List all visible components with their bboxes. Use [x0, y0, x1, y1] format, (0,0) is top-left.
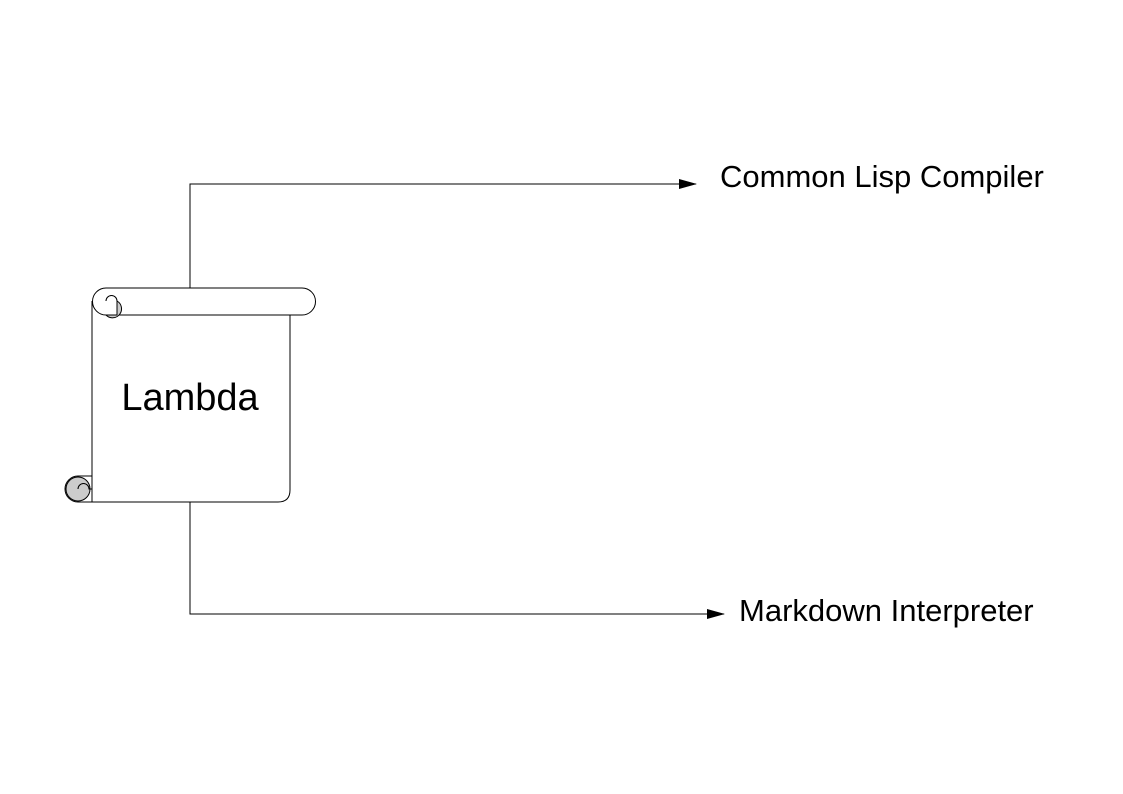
edge-to-markdown-interpreter — [189, 502, 725, 619]
scroll-bottom-curl-inner — [77, 483, 92, 490]
lambda-scroll-node[interactable]: Lambda — [64, 287, 316, 503]
edge-to-common-lisp-compiler — [189, 179, 697, 288]
lambda-label: Lambda — [121, 377, 259, 419]
scroll-top-curl-inner — [105, 295, 118, 302]
scroll-top-curl — [104, 300, 123, 319]
scroll-top-roll — [92, 287, 316, 316]
markdown-interpreter-label[interactable]: Markdown Interpreter — [739, 593, 1034, 628]
common-lisp-compiler-label[interactable]: Common Lisp Compiler — [720, 159, 1044, 194]
